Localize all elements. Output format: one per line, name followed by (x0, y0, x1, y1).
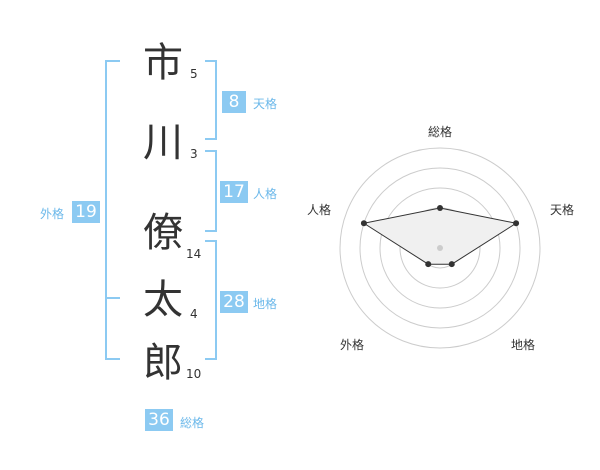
radar-ring (359, 167, 521, 329)
name-char-3: 僚 (143, 210, 183, 256)
jinkaku-label: 人格 (253, 187, 278, 201)
radar-point-so (437, 205, 443, 211)
chikaku-label: 地格 (253, 297, 278, 311)
gaikaku-value: 19 (72, 201, 100, 223)
tenkaku-label: 天格 (253, 97, 278, 111)
gaikaku-bracket-tick (105, 297, 120, 299)
stroke-count-1: 5 (190, 67, 198, 81)
gaikaku-bracket (105, 60, 120, 360)
chikaku-value: 28 (220, 291, 248, 313)
radar-point-chi (448, 261, 455, 268)
name-char-5: 郎 (143, 340, 183, 386)
jinkaku-value: 17 (220, 181, 248, 203)
radar-point-jin (360, 220, 367, 227)
name-char-4: 太 (143, 277, 183, 323)
radar-point-gai (425, 261, 432, 268)
radar-label-gaikaku: 外格 (340, 338, 365, 352)
radar-label-chikaku: 地格 (511, 338, 536, 352)
name-char-1: 市 (143, 40, 183, 86)
jinkaku-bracket (205, 150, 217, 232)
stroke-count-4: 4 (190, 307, 198, 321)
radar-point-ten (513, 220, 520, 227)
stroke-count-2: 3 (190, 147, 198, 161)
gaikaku-label: 外格 (40, 207, 65, 221)
tenkaku-bracket (205, 60, 217, 140)
stroke-count-3: 14 (186, 247, 202, 261)
name-char-2: 川 (143, 120, 183, 166)
radar-polygon (362, 207, 518, 265)
radar-label-tenkaku: 天格 (550, 203, 575, 217)
stroke-count-5: 10 (186, 367, 202, 381)
sokaku-label: 総格 (180, 416, 205, 430)
radar-center (437, 245, 443, 251)
radar-label-jinkaku: 人格 (307, 203, 332, 217)
tenkaku-value: 8 (222, 91, 246, 113)
sokaku-value: 36 (145, 409, 173, 431)
radar-ring (339, 147, 541, 349)
radar-ring (379, 187, 501, 309)
radar-label-sokaku: 総格 (428, 125, 453, 139)
chikaku-bracket (205, 240, 217, 360)
